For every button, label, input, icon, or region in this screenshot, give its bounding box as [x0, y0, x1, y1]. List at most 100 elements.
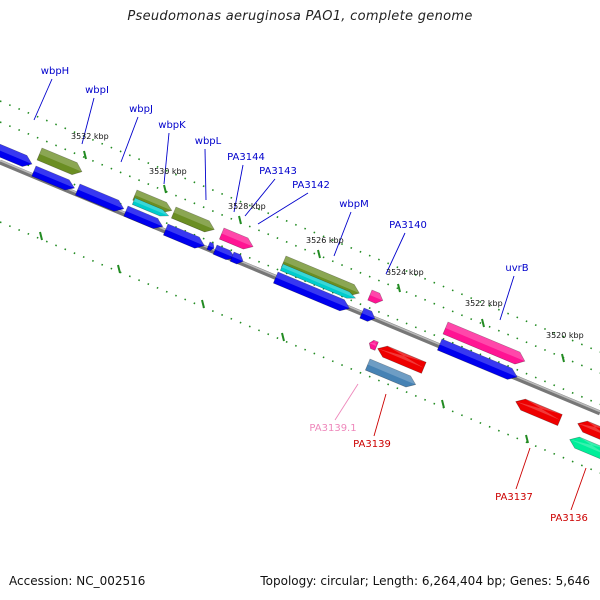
- label-leader-lines: [33, 78, 587, 511]
- gene-arrow-highlight: [569, 437, 600, 455]
- gene-arrow-body: [359, 307, 376, 322]
- gene-arrow: [359, 307, 376, 322]
- gene-arrow-body: [367, 289, 384, 304]
- gene-arrow-highlight: [577, 421, 600, 436]
- tick-label: 3526 kbp: [306, 236, 344, 245]
- gene-arrow-body: [218, 227, 254, 250]
- gene-arrow-body: [368, 339, 379, 351]
- gene-arrow-highlight: [377, 346, 427, 368]
- gene-arrow-highlight: [33, 166, 75, 189]
- gene-arrow: [74, 183, 125, 212]
- gene-arrow: [0, 139, 33, 167]
- leader-line: [81, 97, 95, 145]
- gene-arrow-body: [170, 206, 215, 233]
- gene-arrow: [279, 263, 357, 299]
- major-tick: [163, 184, 167, 194]
- gene-arrow-highlight: [445, 322, 525, 362]
- gene-arrow-body: [212, 244, 236, 260]
- leader-line: [333, 211, 352, 257]
- gene-arrow-body: [569, 436, 600, 461]
- leader-line: [570, 467, 587, 511]
- forward-gene-label: PA3144: [227, 152, 265, 163]
- major-tick: [281, 332, 285, 342]
- gene-arrow-highlight: [208, 242, 214, 249]
- major-tick: [441, 399, 445, 409]
- major-tick: [117, 264, 121, 274]
- gene-arrow-body: [131, 197, 170, 217]
- map-title: Pseudomonas aeruginosa PAO1, complete ge…: [127, 9, 473, 24]
- gene-arrow-body: [36, 147, 83, 175]
- gene-arrow-highlight: [0, 140, 32, 165]
- forward-gene-label: PA3143: [259, 166, 297, 177]
- major-tick: [201, 299, 205, 309]
- forward-gene-label: wbpH: [41, 66, 69, 77]
- gene-arrow-highlight: [221, 228, 254, 247]
- gene-arrow: [368, 339, 379, 351]
- gene-arrow-body: [577, 420, 600, 442]
- forward-gene-label: PA3142: [292, 180, 330, 191]
- gene-arrow-highlight: [134, 190, 172, 211]
- leader-line: [385, 232, 406, 275]
- gene-arrow: [206, 241, 215, 252]
- forward-gene-label: wbpI: [85, 85, 109, 96]
- gene-arrow-highlight: [361, 308, 375, 319]
- gene-arrow-body: [442, 321, 526, 365]
- major-tick: [238, 215, 242, 225]
- gene-arrow: [569, 436, 600, 461]
- gene-arrow-body: [272, 271, 350, 312]
- leader-line: [257, 192, 309, 225]
- forward-gene-label: wbpK: [158, 120, 186, 131]
- accession-text: Accession: NC_002516: [9, 574, 146, 588]
- gene-arrow-highlight: [515, 399, 563, 421]
- forward-gene-label: PA3140: [389, 220, 427, 231]
- reverse-gene-label: PA3136: [550, 513, 588, 524]
- gene-arrow-highlight: [369, 340, 379, 347]
- gene-arrow-body: [206, 241, 215, 252]
- major-tick: [83, 150, 87, 160]
- gene-arrow: [577, 420, 600, 442]
- gene-arrow-body: [162, 223, 205, 249]
- gene-arrow-highlight: [125, 206, 163, 227]
- tick-track: [0, 121, 600, 374]
- reverse-gene-label: PA3139.1: [309, 423, 356, 434]
- gene-arrow: [436, 338, 518, 380]
- tick-label: 3532 kbp: [71, 132, 109, 141]
- gene-arrow: [212, 244, 236, 260]
- gene-arrow: [162, 223, 205, 249]
- reverse-gene-label: PA3137: [495, 492, 533, 503]
- gene-arrow-body: [229, 251, 244, 265]
- forward-gene-label: wbpJ: [129, 104, 153, 115]
- forward-gene-label: uvrB: [505, 263, 528, 274]
- leader-line: [163, 132, 170, 185]
- gene-arrow-body: [364, 358, 417, 388]
- gene-arrow-highlight: [439, 339, 518, 377]
- gene-arrow-body: [280, 255, 360, 296]
- major-tick: [561, 353, 565, 363]
- leader-line: [244, 178, 276, 217]
- gene-arrow-body: [31, 165, 75, 191]
- genome-summary-text: Topology: circular; Length: 6,264,404 bp…: [260, 574, 590, 588]
- forward-gene-label: wbpM: [339, 199, 369, 210]
- reverse-gene-label: PA3139: [353, 439, 391, 450]
- leader-line: [334, 383, 359, 421]
- leader-line: [373, 393, 387, 437]
- gene-arrow-body: [377, 345, 427, 374]
- major-tick: [39, 231, 43, 241]
- gene-arrow-body: [0, 139, 33, 167]
- gene-arrow-body: [515, 398, 563, 426]
- major-tick: [317, 249, 321, 259]
- leader-line: [120, 116, 139, 163]
- gene-arrow: [442, 321, 526, 365]
- major-tick: [525, 434, 529, 444]
- forward-gene-label: wbpL: [195, 136, 222, 147]
- gene-arrow-highlight: [275, 272, 350, 309]
- leader-line: [204, 148, 207, 201]
- gene-arrow-body: [74, 183, 125, 212]
- gene-arrow-body: [436, 338, 518, 380]
- gene-arrow: [123, 205, 164, 229]
- gene-arrow: [229, 251, 244, 265]
- gene-arrow-highlight: [232, 252, 244, 262]
- gene-arrow: [218, 227, 254, 250]
